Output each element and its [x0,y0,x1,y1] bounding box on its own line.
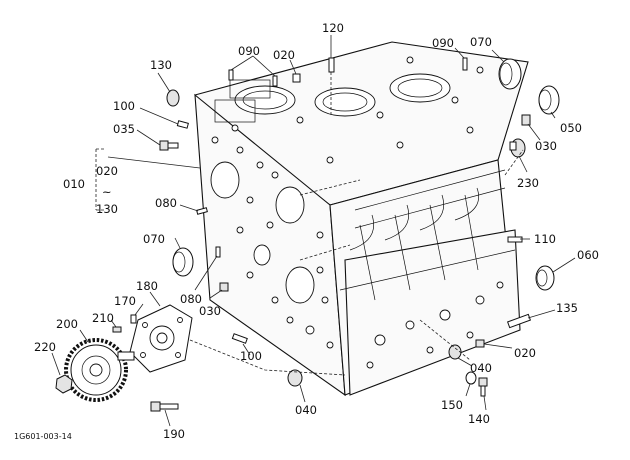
callout-210: 210 [92,311,114,325]
part-200-gear [64,338,135,402]
callout-020: 020 [96,164,118,178]
callout-080: 080 [155,196,177,210]
part-020-plug-lower [475,339,485,348]
cylinder-block [194,41,529,397]
callout-190: 190 [163,427,185,441]
callout-080: 080 [180,292,202,306]
callout-140: 140 [468,412,490,426]
part-080-pin [196,207,208,215]
callout-040: 040 [295,403,317,417]
callout-010: 010 [63,177,85,191]
callout-020: 020 [273,48,295,62]
part-040-plug-bottom [287,369,303,387]
part-130-plug [166,89,180,107]
callout-020: 020 [514,346,536,360]
callout-030: 030 [199,304,221,318]
callout-050: 050 [560,121,582,135]
leader-lines [51,35,576,427]
part-070-cap-top [498,58,522,90]
part-080-small-pin [215,246,221,258]
part-190-bolt [150,401,179,412]
callout-150: 150 [441,398,463,412]
callout-130: 130 [150,58,172,72]
part-090-dowel-right [462,57,468,71]
callout-090: 090 [238,44,260,58]
part-180-pump-body [129,304,193,373]
callout-180: 180 [136,279,158,293]
part-140-bolt [478,377,488,397]
part-050-cap [538,85,560,115]
callout-070: 070 [143,232,165,246]
callout-030: 030 [535,139,557,153]
part-100-pin-bottom [231,333,248,344]
part-170-pin [130,314,137,324]
callout-230: 230 [517,176,539,190]
diagram-code: 1G601-003-14 [14,432,72,441]
callout-100: 100 [240,349,262,363]
part-070-cap-left [172,247,194,277]
callout-200: 200 [56,317,78,331]
callout-100: 100 [113,99,135,113]
part-230-switch [509,138,526,158]
part-020-plug-top [292,73,301,83]
callout-220: 220 [34,340,56,354]
callout-040: 040 [470,361,492,375]
part-100-pin-top [176,120,189,129]
part-110-pin [507,236,523,243]
callout-070: 070 [470,35,492,49]
part-210-key [112,326,122,333]
part-150-washer [465,371,477,385]
callout-135: 135 [556,301,578,315]
callout-110: 110 [534,232,556,246]
callout-060: 060 [577,248,599,262]
callout-130: 130 [96,202,118,216]
callout-035: 035 [113,122,135,136]
part-035-bolt [159,140,179,151]
callout-labels: 120 090 020 090 070 130 100 035 050 030 … [34,21,599,441]
part-030-sensor-left [219,282,229,292]
callout-range-tilde: ~ [102,185,112,199]
part-120-stud [328,57,335,115]
callout-120: 120 [322,21,344,35]
part-040-plug-right [448,344,462,360]
callout-090: 090 [432,36,454,50]
callout-170: 170 [114,294,136,308]
part-030-sensor-right [521,114,531,126]
part-060-seal [535,265,555,291]
part-220-nut [55,374,73,394]
